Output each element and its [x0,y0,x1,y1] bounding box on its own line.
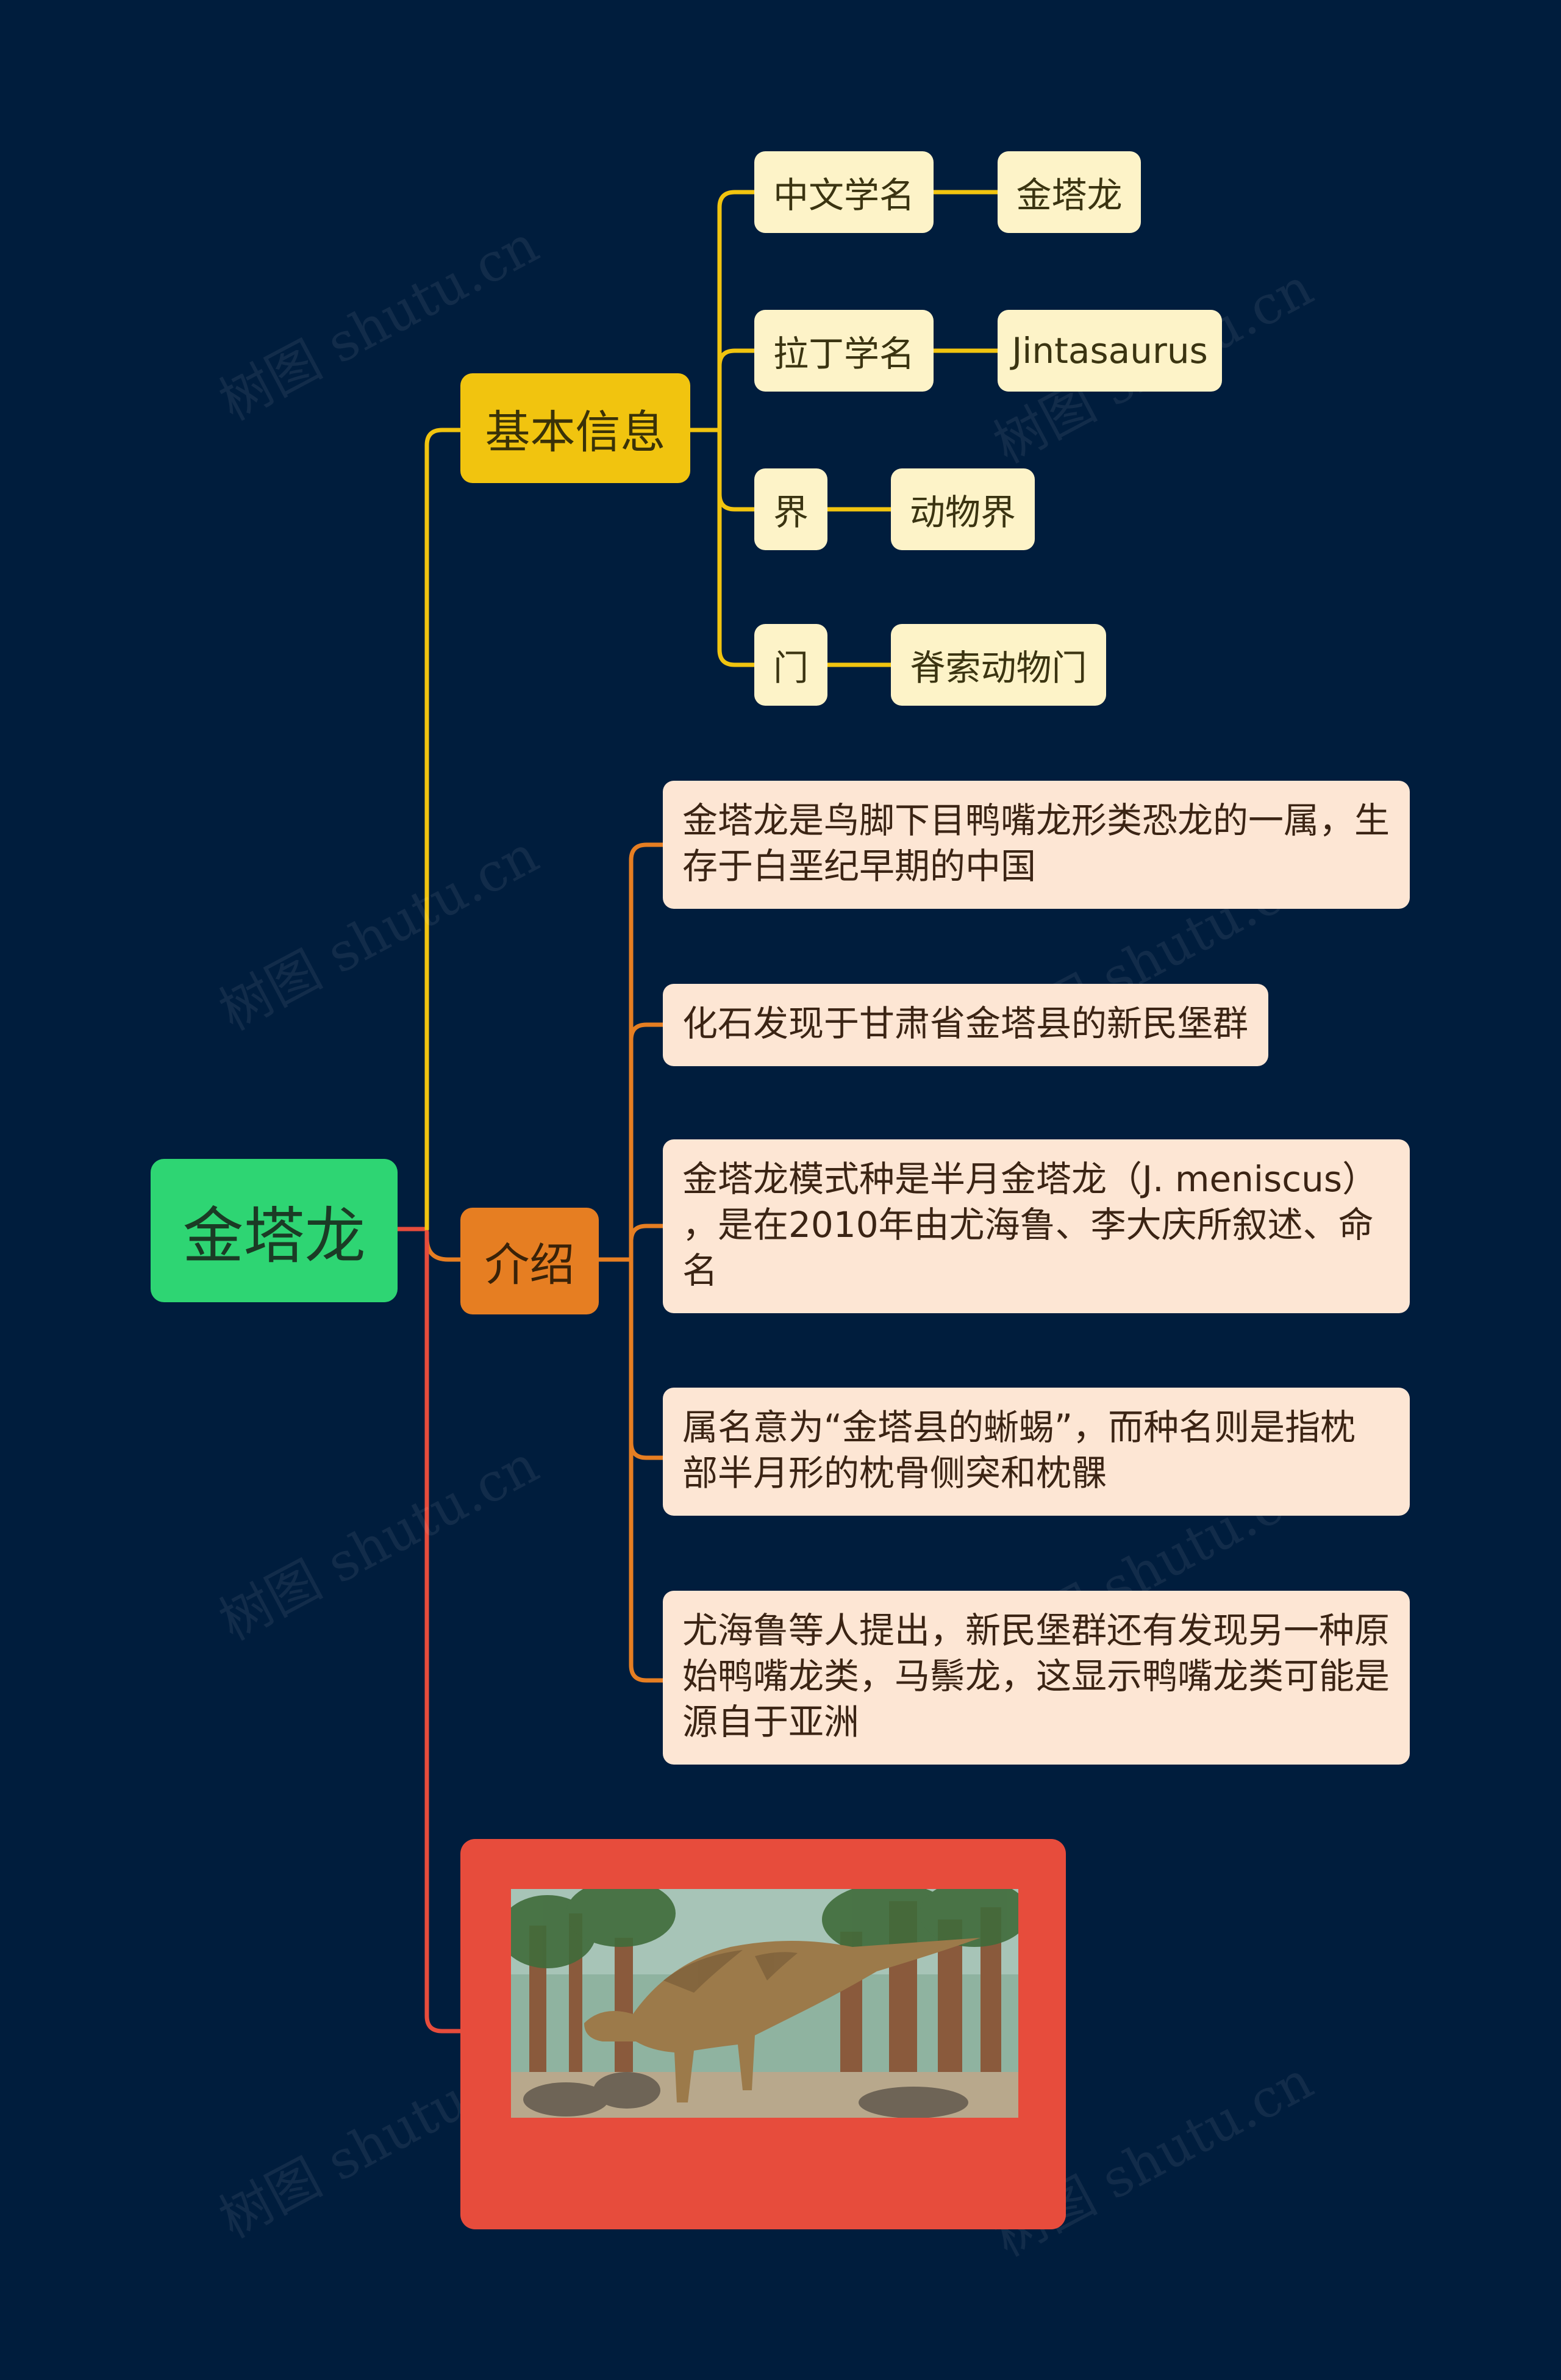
link-intro-2 [629,1224,665,1262]
intro-line: 化石发现于甘肃省金塔县的新民堡群 [682,1003,1249,1044]
intro-item-4[interactable]: 属名意为“金塔县的蜥蜴”，而种名则是指枕 部半月形的枕骨侧突和枕髁 [663,1388,1410,1516]
dinosaur-illustration [511,1889,1018,2118]
basic-info-key-phylum[interactable]: 门 [754,624,827,706]
intro-line: 名 [682,1250,718,1291]
link-root-intro [424,1236,463,1262]
intro-item-1[interactable]: 金塔龙是鸟脚下目鸭嘴龙形类恐龙的一属，生 存于白垩纪早期的中国 [663,781,1410,909]
link-root-image [424,1230,463,2034]
intro-line: 金塔龙模式种是半月金塔龙（J. meniscus） [682,1158,1378,1200]
intro-line: 部半月形的枕骨侧突和枕髁 [682,1452,1107,1494]
intro-line: 存于白垩纪早期的中国 [682,845,1037,887]
intro-line: ，是在2010年由尤海鲁、李大庆所叙述、命 [682,1204,1374,1246]
dinosaur-image [511,1889,1018,2118]
link-root-basic [424,428,463,1231]
basic-info-key-latin-name[interactable]: 拉丁学名 [754,310,934,392]
link-intro-3 [629,1257,665,1460]
basic-info-value-latin-name[interactable]: Jintasaurus [998,310,1222,392]
intro-line: 始鸭嘴龙类，马鬃龙，这显示鸭嘴龙类可能是 [682,1655,1390,1697]
intro-item-5[interactable]: 尤海鲁等人提出，新民堡群还有发现另一种原 始鸭嘴龙类，马鬃龙，这显示鸭嘴龙类可能… [663,1591,1410,1765]
link-basic-2 [717,428,757,512]
link-basic-3 [717,428,757,667]
branch-image[interactable] [460,1839,1066,2229]
intro-item-2[interactable]: 化石发现于甘肃省金塔县的新民堡群 [663,984,1268,1066]
link-intro-4 [629,1257,665,1683]
intro-line: 源自于亚洲 [682,1701,860,1743]
basic-info-value-chinese-name[interactable]: 金塔龙 [998,151,1141,233]
link-intro-0 [629,842,665,1262]
basic-info-value-phylum[interactable]: 脊索动物门 [891,624,1106,706]
intro-line: 金塔龙是鸟脚下目鸭嘴龙形类恐龙的一属，生 [682,800,1390,841]
link-basic-1 [717,348,757,432]
branch-basic-info[interactable]: 基本信息 [460,373,690,483]
branch-intro[interactable]: 介绍 [460,1208,599,1314]
intro-line: 尤海鲁等人提出，新民堡群还有发现另一种原 [682,1610,1390,1651]
intro-line: 属名意为“金塔县的蜥蜴”，而种名则是指枕 [682,1407,1356,1448]
root-node[interactable]: 金塔龙 [151,1159,398,1302]
basic-info-key-chinese-name[interactable]: 中文学名 [754,151,934,233]
basic-info-key-kingdom[interactable]: 界 [754,468,827,550]
intro-item-3[interactable]: 金塔龙模式种是半月金塔龙（J. meniscus） ，是在2010年由尤海鲁、李… [663,1139,1410,1313]
link-basic-0 [717,190,757,432]
basic-info-value-kingdom[interactable]: 动物界 [891,468,1035,550]
link-intro-1 [629,1022,665,1262]
